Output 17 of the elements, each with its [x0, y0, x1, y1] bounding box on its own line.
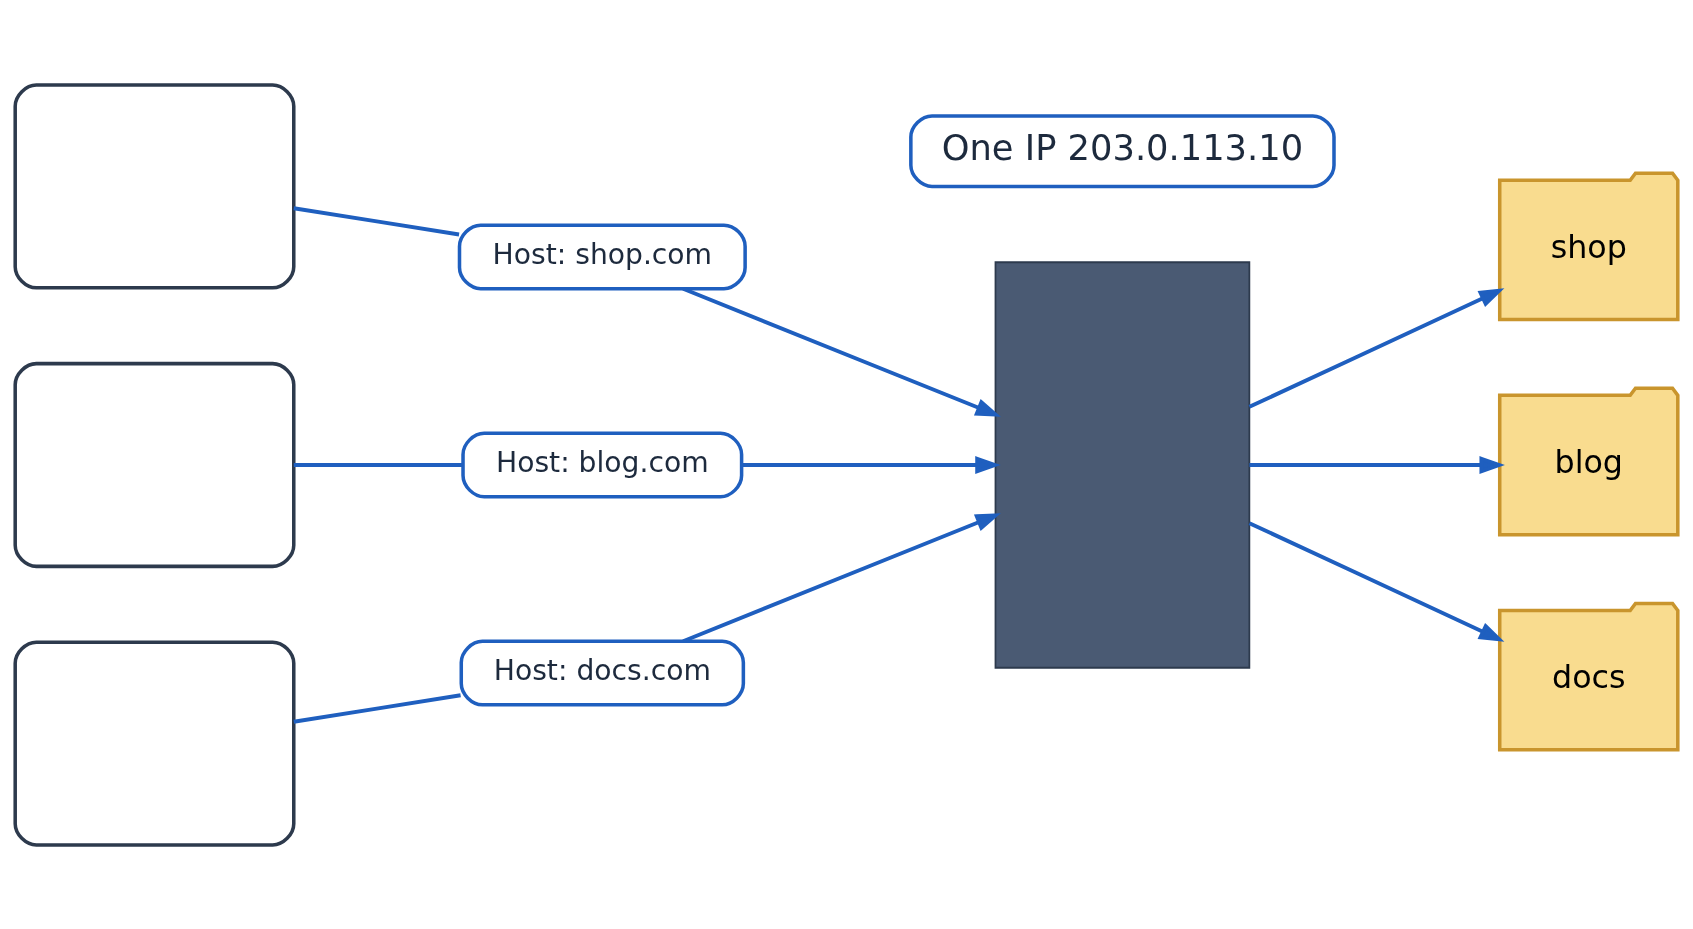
connector — [293, 462, 463, 467]
connector — [293, 205, 460, 236]
arrow — [682, 512, 1001, 643]
connector — [293, 692, 461, 724]
arrow — [741, 455, 1001, 474]
node-box: One IP 203.0.113.10 — [909, 113, 1336, 188]
node-box — [13, 639, 296, 847]
node-box — [994, 260, 1251, 669]
arrow — [682, 286, 1001, 417]
node-box — [13, 82, 296, 290]
node-box: Host: shop.com — [457, 222, 747, 290]
arrow — [1248, 520, 1505, 642]
node-box — [13, 361, 296, 568]
arrow — [1248, 287, 1505, 409]
node-box: Host: docs.com — [459, 639, 746, 707]
arrow — [1249, 455, 1505, 474]
node-box: Host: blog.com — [461, 431, 744, 498]
